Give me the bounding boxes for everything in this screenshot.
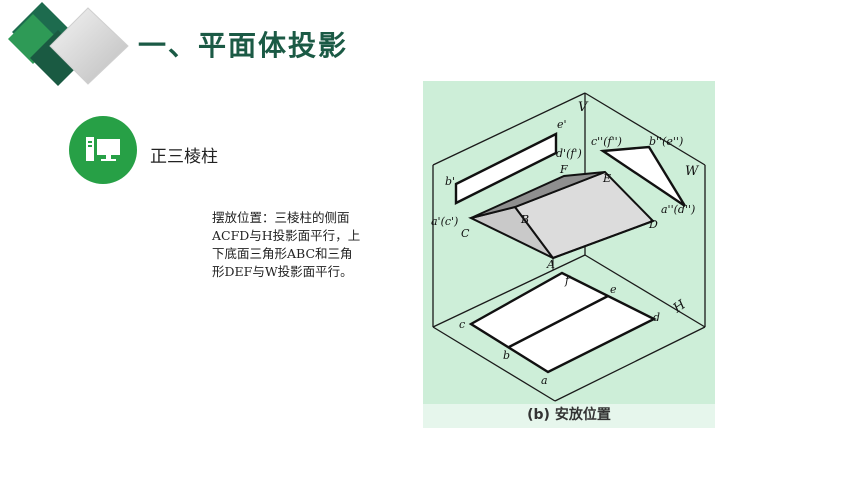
vertex-label-E: E xyxy=(602,172,611,185)
vertex-label-a-prime-c-prime: a'(c') xyxy=(431,215,458,228)
vertex-label-D: D xyxy=(648,218,658,231)
vertex-label-a: a xyxy=(541,374,548,387)
description-line: 下底面三角形ABC和三角 xyxy=(212,246,353,261)
vertex-label-a-pp-d-pp: a''(d'') xyxy=(661,203,695,216)
vertex-label-f: f xyxy=(564,274,571,287)
figure-caption: (b) 安放位置 xyxy=(527,407,611,423)
caption-bar xyxy=(423,404,715,428)
vertex-label-b: b xyxy=(503,349,510,362)
vertex-label-F: F xyxy=(559,163,568,176)
vertex-label-d: d xyxy=(653,311,660,324)
vertex-label-B: B xyxy=(520,213,529,226)
section-icon-badge xyxy=(69,116,137,184)
prism-projection-diagram: V W H b' e' d'(f') a'(c') c''(f'') b''(e… xyxy=(431,92,706,402)
plane-label-h: H xyxy=(670,297,689,317)
section-subtitle: 正三棱柱 xyxy=(150,147,218,167)
vertex-label-b-prime: b' xyxy=(445,175,455,188)
vertex-label-d-prime-f-prime: d'(f') xyxy=(556,147,582,160)
vertex-label-c: c xyxy=(459,318,465,331)
page-title: 一、平面体投影 xyxy=(138,29,349,62)
projection-figure: V W H b' e' d'(f') a'(c') c''(f'') b''(e… xyxy=(423,81,715,428)
description-text: 摆放位置：三棱柱的侧面 ACFD与H投影面平行，上 下底面三角形ABC和三角 形… xyxy=(212,209,382,281)
description-line: ACFD与H投影面平行，上 xyxy=(212,228,361,243)
vertex-label-e-prime: e' xyxy=(557,118,567,131)
logo-diamonds xyxy=(8,2,129,86)
vertex-label-C: C xyxy=(461,227,470,240)
description-line: 摆放位置：三棱柱的侧面 xyxy=(212,210,350,225)
description-line: 形DEF与W投影面平行。 xyxy=(212,264,353,279)
computer-icon xyxy=(86,137,120,161)
plane-label-w: W xyxy=(685,164,700,179)
vertex-label-b-pp-e-pp: b''(e'') xyxy=(649,135,683,148)
vertex-label-A: A xyxy=(546,258,555,271)
plane-label-v: V xyxy=(578,100,589,115)
vertex-label-c-pp-f-pp: c''(f'') xyxy=(591,135,622,148)
vertex-label-e: e xyxy=(610,283,617,296)
